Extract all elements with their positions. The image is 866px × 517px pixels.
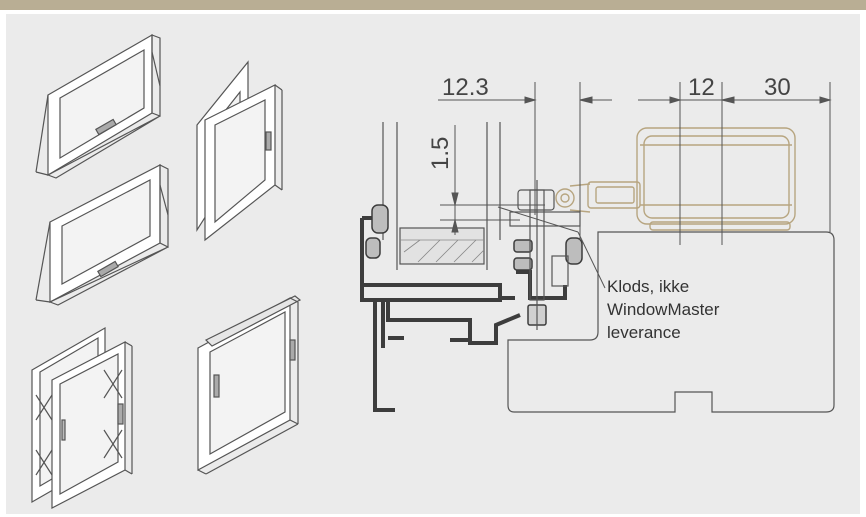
callout-line-2: WindowMaster xyxy=(607,300,720,319)
top-accent-bar xyxy=(0,0,866,10)
actuator xyxy=(555,127,796,231)
dimension-12-3: 12.3 xyxy=(442,74,489,101)
gaskets xyxy=(365,204,583,326)
dimension-12: 12 xyxy=(688,74,715,101)
window-icon-tilt-turn xyxy=(197,295,302,475)
dimension-1-5: 1.5 xyxy=(427,137,454,170)
window-icon-side-hung xyxy=(196,60,283,242)
window-icon-top-hung-1 xyxy=(35,33,161,179)
window-icon-top-hung-2 xyxy=(35,164,169,306)
callout-line-3: leverance xyxy=(607,323,681,342)
dimension-lines xyxy=(438,82,832,289)
callout-line-1: Klods, ikke xyxy=(607,277,689,296)
window-icon-double-casement xyxy=(31,326,133,509)
window-icons xyxy=(31,33,302,509)
dimension-30: 30 xyxy=(764,74,791,101)
section-drawing: 12.3 1.5 12 30 Klods, ikke WindowMaster … xyxy=(360,74,835,413)
mounting-block-outline xyxy=(507,231,835,413)
